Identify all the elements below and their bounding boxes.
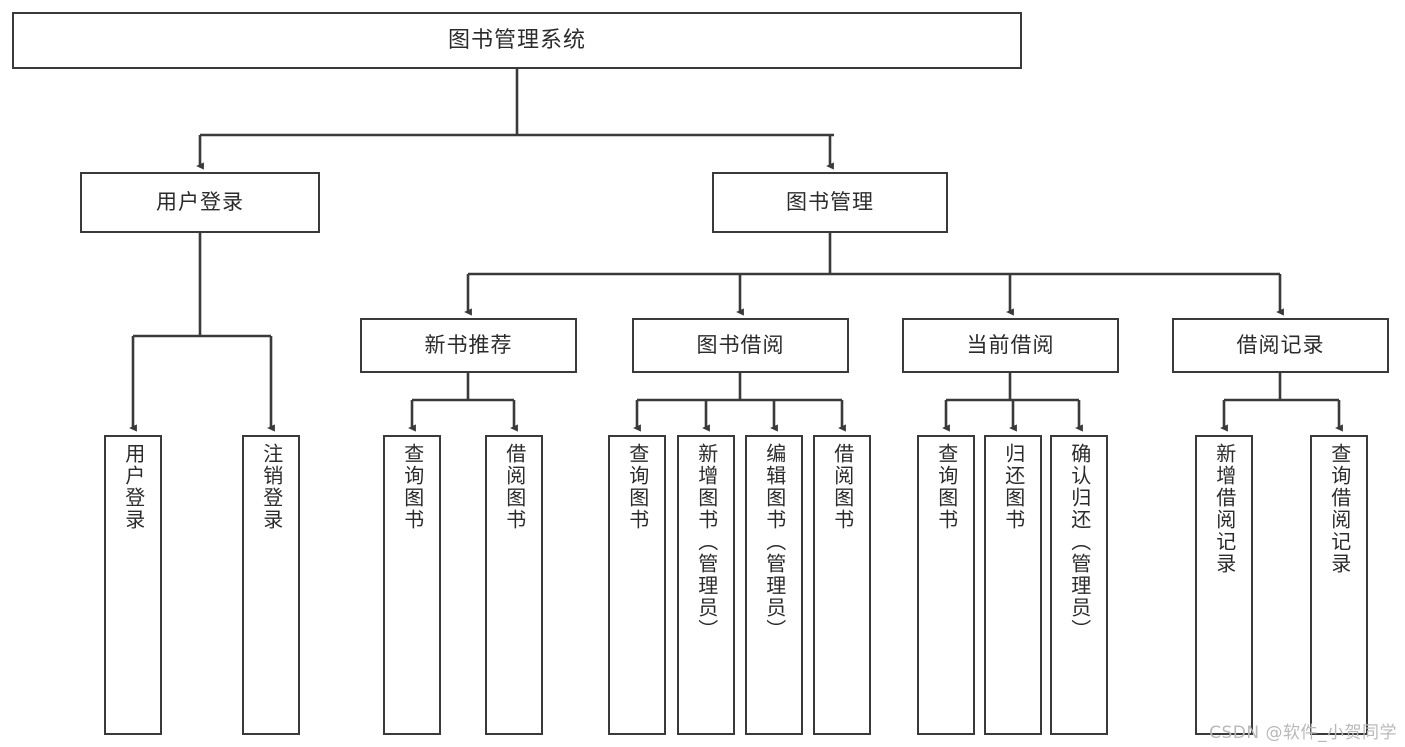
node-borrow-record[interactable]: 借阅记录 [1172,318,1389,373]
node-label: 查询图书 [625,443,650,531]
node-user-login[interactable]: 用户登录 [80,172,320,233]
node-label: 编辑图书（管理员） [762,443,787,641]
node-label: 新书推荐 [424,333,513,357]
leaf-confirm-return[interactable]: 确认归还（管理员） [1050,435,1108,735]
leaf-user-logout[interactable]: 注销登录 [242,435,300,735]
node-label: 当前借阅 [966,333,1055,357]
leaf-query-book-borrow[interactable]: 查询图书 [608,435,666,735]
leaf-add-book[interactable]: 新增图书（管理员） [677,435,735,735]
node-label: 查询图书 [400,443,425,531]
node-label: 确认归还（管理员） [1067,443,1092,641]
leaf-query-borrow-record[interactable]: 查询借阅记录 [1310,435,1368,735]
leaf-user-login[interactable]: 用户登录 [104,435,162,735]
node-label: 归还图书 [1001,443,1026,531]
leaf-edit-book[interactable]: 编辑图书（管理员） [745,435,803,735]
node-label: 图书借阅 [696,333,785,357]
node-label: 借阅记录 [1236,333,1325,357]
leaf-add-borrow-record[interactable]: 新增借阅记录 [1195,435,1253,735]
node-book-management[interactable]: 图书管理 [712,172,948,233]
csdn-watermark: CSDN @软件_小贺同学 [1209,723,1397,743]
node-label: 新增借阅记录 [1212,443,1237,575]
node-label: 图书管理 [786,190,874,214]
node-label: 借阅图书 [502,443,527,531]
leaf-borrow-book[interactable]: 借阅图书 [813,435,871,735]
leaf-return-book[interactable]: 归还图书 [984,435,1042,735]
node-book-borrow[interactable]: 图书借阅 [632,318,849,373]
node-root-book-management-system[interactable]: 图书管理系统 [12,12,1022,69]
leaf-borrow-book-recommend[interactable]: 借阅图书 [485,435,543,735]
leaf-query-book-recommend[interactable]: 查询图书 [383,435,441,735]
node-label: 新增图书（管理员） [694,443,719,641]
node-label: 用户登录 [156,190,244,214]
node-label: 用户登录 [121,443,146,531]
node-current-borrow[interactable]: 当前借阅 [902,318,1119,373]
node-label: 图书管理系统 [447,27,586,53]
leaf-query-book-current[interactable]: 查询图书 [917,435,975,735]
node-label: 借阅图书 [830,443,855,531]
node-label: 查询图书 [934,443,959,531]
node-new-book-recommend[interactable]: 新书推荐 [360,318,577,373]
node-label: 查询借阅记录 [1327,443,1352,575]
node-label: 注销登录 [259,443,284,531]
